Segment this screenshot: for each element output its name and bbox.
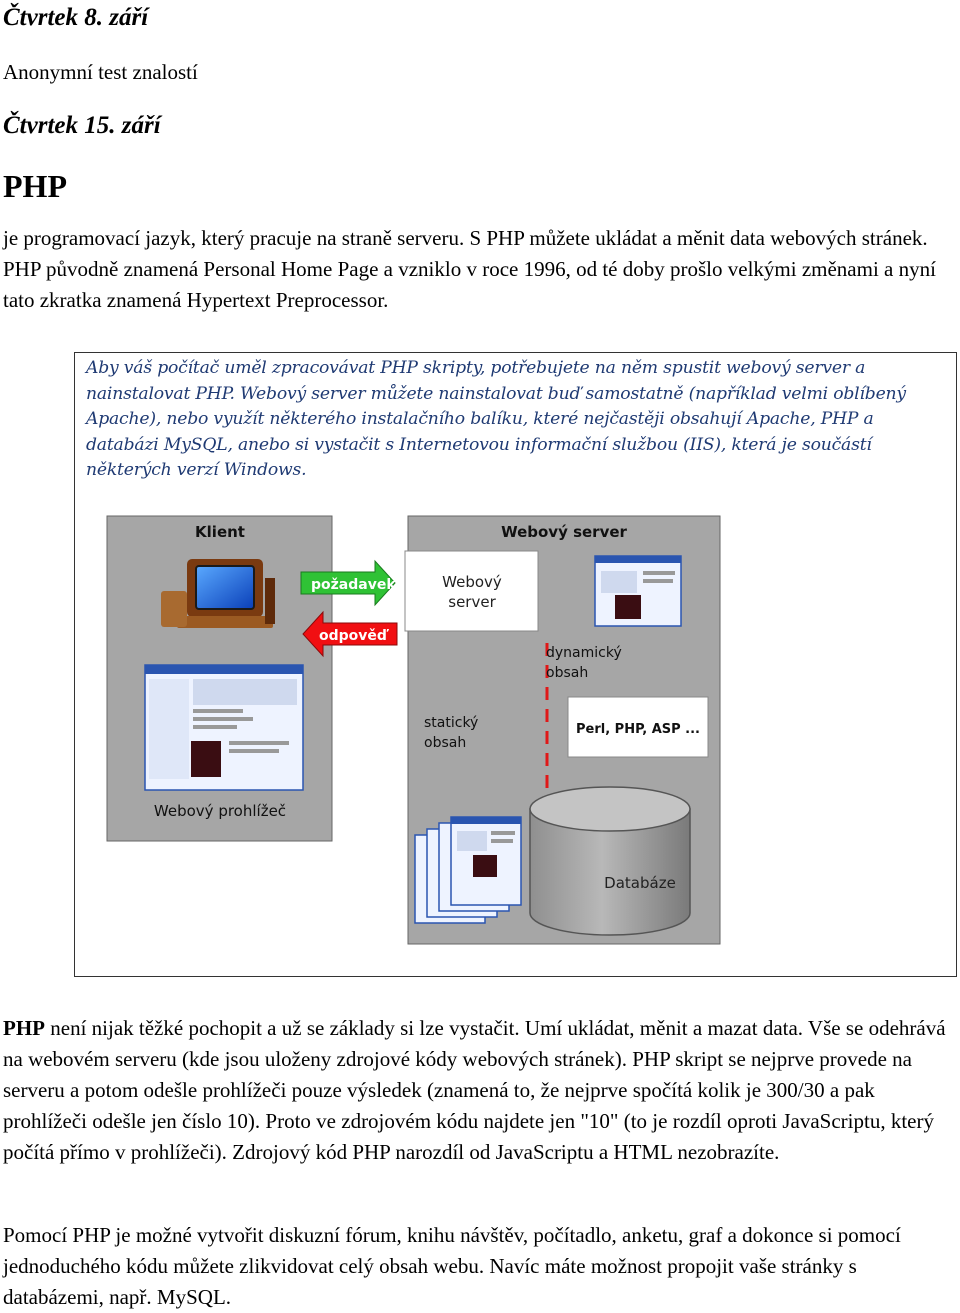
php-heading: PHP	[3, 168, 67, 204]
php-paragraph: PHP není nijak těžké pochopit a už se zá…	[3, 1013, 953, 1168]
static-pages-stack	[414, 816, 522, 924]
client-panel	[106, 515, 333, 842]
server-title: Webový server	[501, 523, 627, 541]
client-title: Klient	[195, 523, 245, 541]
browser-label: Webový prohlížeč	[154, 802, 286, 820]
response-label: odpověď	[319, 628, 390, 644]
database-label: Databáze	[604, 874, 676, 892]
date-heading-1: Čtvrtek 8. září	[3, 4, 149, 31]
request-arrow: požadavek	[300, 559, 396, 607]
webserver-box	[404, 550, 539, 632]
computer-icon	[161, 559, 275, 628]
request-label: požadavek	[311, 577, 396, 593]
languages-box	[567, 696, 709, 758]
server-panel	[407, 515, 721, 945]
dynamic-label-1: dynamický	[546, 645, 622, 661]
server-pages-stack	[594, 555, 682, 627]
test-note: Anonymní test znalostí	[3, 60, 198, 84]
date-heading-2: Čtvrtek 15. září	[3, 112, 161, 139]
database-icon	[529, 786, 691, 936]
info-box-text: Aby váš počítač uměl zpracovávat PHP skr…	[86, 358, 906, 480]
static-label-2: obsah	[424, 735, 466, 751]
info-box: Aby váš počítač uměl zpracovávat PHP skr…	[74, 352, 957, 977]
static-label-1: statický	[424, 715, 478, 731]
dynamic-label-2: obsah	[546, 665, 588, 681]
response-arrow: odpověď	[302, 610, 398, 658]
intro-paragraph: je programovací jazyk, který pracuje na …	[3, 226, 936, 312]
php-paragraph-text: není nijak těžké pochopit a už se základ…	[3, 1016, 946, 1164]
webserver-box-label-1: Webový	[442, 573, 502, 591]
browser-screenshot	[144, 664, 304, 791]
php-uses-paragraph: Pomocí PHP je možné vytvořit diskuzní fó…	[3, 1223, 901, 1309]
webserver-box-label-2: server	[448, 593, 496, 611]
languages-label: Perl, PHP, ASP ...	[576, 722, 700, 737]
php-bold: PHP	[3, 1016, 45, 1040]
